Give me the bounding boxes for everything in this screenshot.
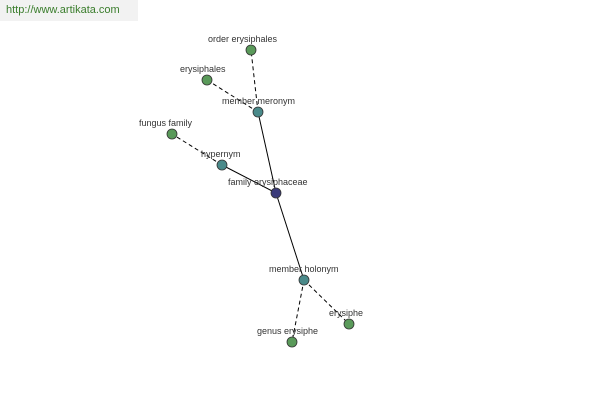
node-label-member-meronym: member meronym xyxy=(222,96,295,106)
node-member-meronym[interactable] xyxy=(252,106,264,118)
node-label-family: family erysiphaceae xyxy=(228,177,308,187)
node-family[interactable] xyxy=(270,187,282,199)
node-label-erysiphales: erysiphales xyxy=(180,64,226,74)
node-label-order: order erysiphales xyxy=(208,34,278,44)
node-member-holonym[interactable] xyxy=(298,274,310,286)
node-erysiphales[interactable] xyxy=(201,74,213,86)
edge-member_meronym-order xyxy=(250,49,259,113)
watermark-url: http://www.artikata.com xyxy=(0,0,138,21)
node-label-genus: genus erysiphe xyxy=(257,326,318,336)
edge-family-hypernym xyxy=(221,164,277,194)
graph-edges xyxy=(171,49,350,343)
graph-labels: family erysiphaceae member meronym hyperny… xyxy=(139,34,363,336)
edge-family-member_holonym xyxy=(275,192,305,281)
node-label-member-holonym: member holonym xyxy=(269,264,339,274)
edge-hypernym-fungus_family xyxy=(171,133,223,166)
edge-member_holonym-erysiphe xyxy=(303,279,350,325)
edge-member_holonym-genus xyxy=(291,279,305,343)
edge-member_meronym-erysiphales xyxy=(206,79,259,113)
node-genus[interactable] xyxy=(286,336,298,348)
node-order[interactable] xyxy=(245,44,257,56)
node-erysiphe[interactable] xyxy=(343,318,355,330)
node-label-fungus-family: fungus family xyxy=(139,118,193,128)
node-hypernym[interactable] xyxy=(216,159,228,171)
node-fungus-family[interactable] xyxy=(166,128,178,140)
graph-nodes xyxy=(166,44,355,348)
node-label-hypernym: hypernym xyxy=(201,149,241,159)
node-label-erysiphe: erysiphe xyxy=(329,308,363,318)
edge-family-member_meronym xyxy=(257,111,277,194)
